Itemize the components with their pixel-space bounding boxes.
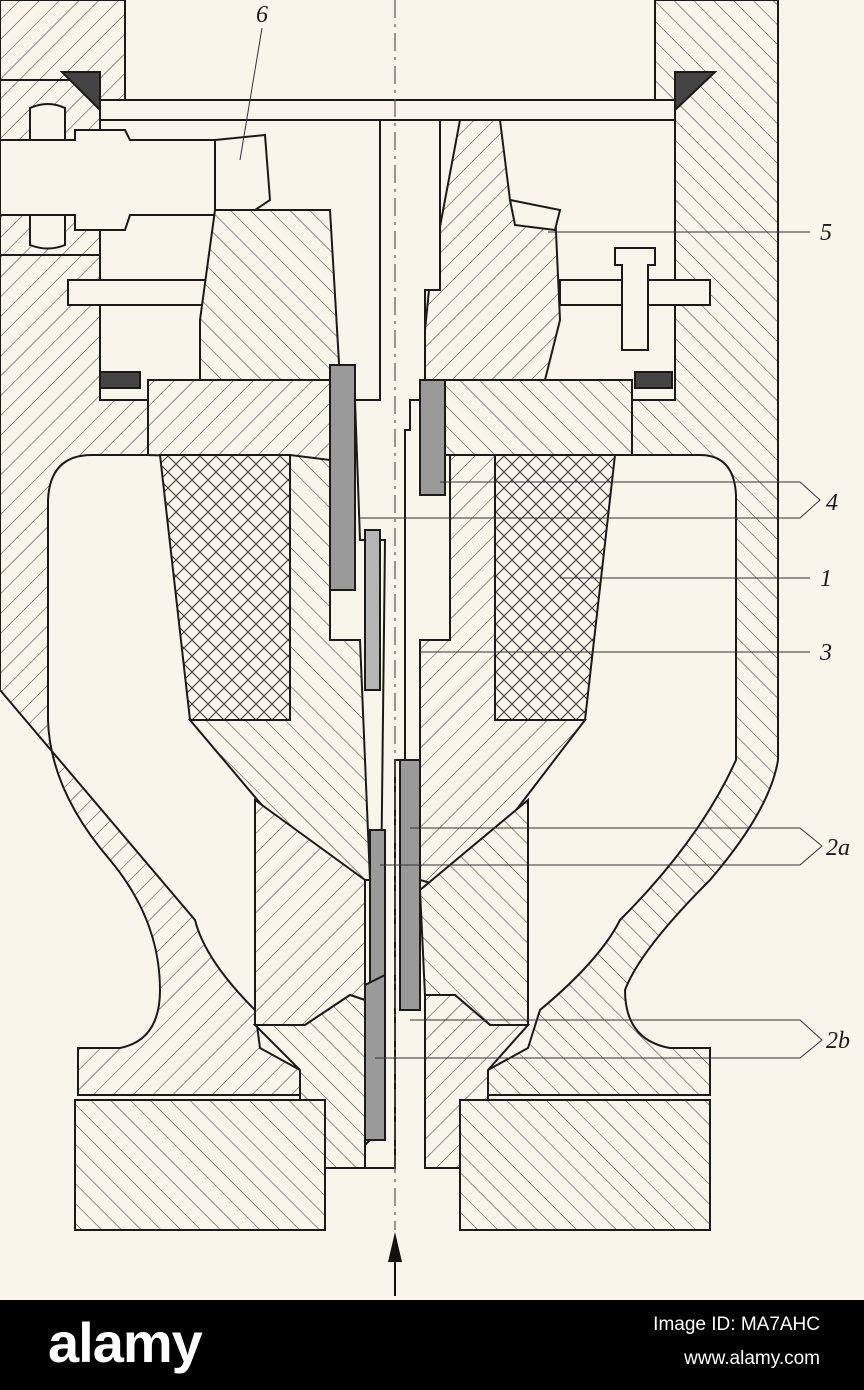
liner-4a — [329, 364, 356, 591]
casing-right-wall — [487, 0, 779, 1096]
rotor-right — [494, 454, 617, 721]
liner-4b — [419, 379, 446, 496]
label-2b: 2b — [826, 1028, 850, 1054]
watermark-footer: alamy Image ID: MA7AHC www.alamy.com — [0, 1300, 864, 1390]
left-upper-seat — [147, 379, 331, 462]
site-url: www.alamy.com — [684, 1348, 820, 1369]
wedge-left — [59, 71, 101, 113]
image-id: Image ID: MA7AHC — [653, 1314, 820, 1335]
alamy-logo: alamy — [48, 1311, 203, 1374]
label-6: 6 — [256, 2, 268, 28]
upper-gear-block-right — [418, 119, 562, 381]
label-3: 3 — [819, 640, 832, 666]
leader-4 — [360, 481, 821, 519]
ring-seal-top — [29, 103, 66, 141]
upper-gear-block-left — [199, 209, 342, 381]
label-4: 4 — [826, 490, 838, 516]
right-upper-seat — [418, 379, 633, 456]
cross-section-drawing: 6 5 4 1 3 2a 2b — [0, 0, 850, 1296]
label-2a: 2a — [826, 835, 850, 861]
label-5: 5 — [820, 220, 832, 246]
leader-6 — [239, 27, 263, 161]
rotor-left — [158, 454, 291, 721]
top-bar — [99, 99, 676, 121]
wedge-right — [674, 71, 718, 113]
bevel-gear-5 — [508, 198, 562, 232]
casing-left-wall — [0, 0, 301, 1096]
leader-2b — [375, 1019, 823, 1059]
liner-2a — [369, 829, 386, 1001]
ring-seal-bottom — [29, 214, 66, 250]
bolt-right — [614, 247, 656, 351]
label-1: 1 — [820, 566, 832, 592]
base-right — [459, 1099, 711, 1231]
flow-arrow-icon — [388, 1232, 402, 1262]
liner-3 — [364, 529, 381, 691]
left-rod — [67, 279, 226, 306]
bottom-nut-right — [424, 994, 531, 1169]
leader-2a — [380, 827, 823, 866]
seal-right — [634, 371, 673, 389]
seal-left — [99, 371, 141, 389]
liner-2a-r — [399, 759, 421, 1011]
base-left — [74, 1099, 326, 1231]
